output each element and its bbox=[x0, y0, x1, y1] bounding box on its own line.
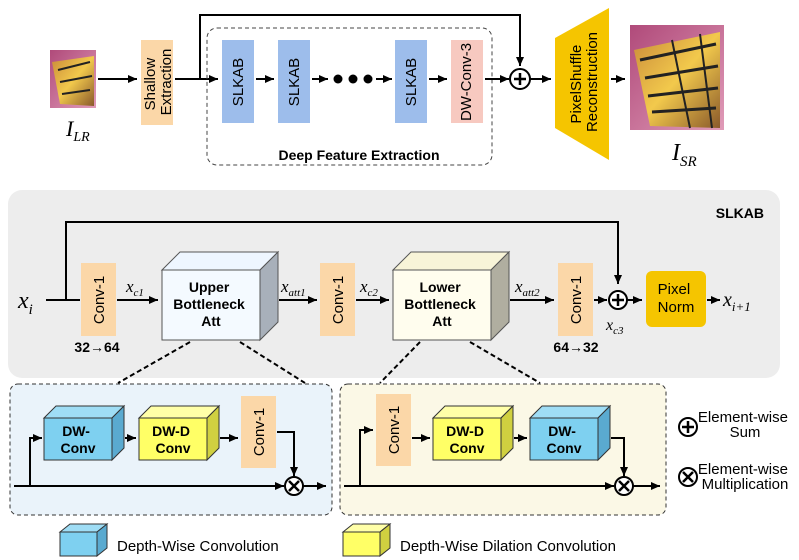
slkab-skip-connection bbox=[65, 221, 622, 300]
lower-mult-node bbox=[614, 476, 634, 496]
deep-feature-extraction-label: Deep Feature Extraction bbox=[278, 147, 439, 163]
lower-dw-conv-block bbox=[528, 404, 612, 462]
slkab-panel: SLKAB xi Conv-1 32→64 xc1 Upper Bottlene… bbox=[8, 190, 780, 378]
legend-dw-cube-icon bbox=[58, 522, 109, 558]
slkab-block-1-label: SLKAB bbox=[230, 58, 247, 106]
upper-bottleneck-att-label: Upper Bottleneck Att bbox=[173, 279, 248, 329]
upper-mult-node bbox=[284, 476, 304, 496]
global-skip-connection bbox=[199, 14, 524, 79]
lower-bottleneck-att-block bbox=[391, 250, 511, 342]
top-pipeline: ILR Shallow Extraction Deep Feature Extr… bbox=[50, 8, 724, 170]
conv1-mid-label: Conv-1 bbox=[330, 276, 347, 324]
pixelshuffle-reconstruction-block bbox=[555, 8, 609, 160]
slkab-input-label: xi bbox=[17, 288, 33, 318]
lower-detail-panel: Conv-1 DW-D Conv DW- Conv bbox=[339, 383, 667, 516]
legend-dwd-label: Depth-Wise Dilation Convolution bbox=[400, 538, 616, 555]
pixel-norm-block bbox=[646, 271, 706, 327]
lower-conv1-label: Conv-1 bbox=[386, 406, 403, 454]
dim-in-label: 32→64 bbox=[74, 339, 119, 355]
lower-bottleneck-att-label: Lower Bottleneck Att bbox=[404, 279, 479, 329]
pixel-norm-label: Pixel Norm bbox=[658, 281, 695, 316]
upper-dwd-conv-label: DW-D Conv bbox=[152, 423, 194, 456]
legend-mult-label: Element-wise Multiplication bbox=[698, 461, 792, 493]
slkab-block-2-label: SLKAB bbox=[286, 58, 303, 106]
conv1-in-block bbox=[81, 263, 116, 336]
xc2-label: xc2 bbox=[359, 277, 378, 299]
legend: Element-wise Sum Element-wise Multiplica… bbox=[58, 409, 792, 558]
slkab-sum-node bbox=[608, 290, 628, 310]
ellipsis-dots bbox=[333, 74, 373, 84]
global-sum-node bbox=[509, 68, 531, 90]
dim-out-label: 64→32 bbox=[553, 339, 598, 355]
upper-zoom-line-left bbox=[117, 341, 191, 384]
conv1-out-label: Conv-1 bbox=[568, 276, 585, 324]
deep-feature-extraction-box bbox=[206, 27, 493, 166]
slkab-block-3 bbox=[395, 40, 427, 123]
lower-zoom-line-left bbox=[379, 341, 421, 384]
conv1-in-label: Conv-1 bbox=[91, 276, 108, 324]
dw-conv-3-block bbox=[451, 40, 483, 123]
lower-zoom-line-right bbox=[469, 341, 541, 384]
xatt1-label: xatt1 bbox=[280, 277, 306, 299]
slkab-panel-title: SLKAB bbox=[716, 205, 764, 221]
lower-dwd-conv-block bbox=[431, 404, 515, 462]
upper-conv1-block bbox=[241, 396, 276, 468]
lower-dw-conv-label: DW- Conv bbox=[547, 423, 582, 456]
upper-dwd-conv-block bbox=[137, 404, 221, 462]
legend-sum-icon bbox=[678, 417, 698, 437]
slkab-block-2 bbox=[278, 40, 310, 123]
upper-dw-conv-label: DW- Conv bbox=[61, 423, 96, 456]
pixelshuffle-reconstruction-label: PixelShuffle Reconstruction bbox=[568, 32, 601, 132]
dw-conv-3-label: DW-Conv-3 bbox=[458, 43, 475, 121]
upper-conv1-label: Conv-1 bbox=[251, 408, 268, 456]
xc1-label: xc1 bbox=[125, 277, 144, 299]
xatt2-label: xatt2 bbox=[514, 277, 540, 299]
output-image bbox=[630, 25, 724, 130]
lower-dwd-conv-label: DW-D Conv bbox=[446, 423, 488, 456]
xc3-label: xc3 bbox=[605, 317, 624, 337]
slkab-output-label: xi+1 bbox=[722, 289, 751, 314]
upper-detail-panel: DW- Conv DW-D Conv Conv-1 bbox=[9, 383, 333, 516]
input-label: ILR bbox=[65, 116, 90, 145]
input-image bbox=[50, 50, 96, 108]
upper-dw-conv-block bbox=[42, 404, 126, 462]
legend-dwd-cube-icon bbox=[341, 522, 392, 558]
conv1-mid-block bbox=[320, 263, 355, 336]
slkab-block-1 bbox=[222, 40, 254, 123]
lower-conv1-block bbox=[376, 394, 411, 466]
legend-dw-label: Depth-Wise Convolution bbox=[117, 538, 279, 555]
shallow-extraction-label: Shallow Extraction bbox=[142, 49, 175, 116]
shallow-extraction-block bbox=[141, 40, 173, 125]
upper-zoom-line-right bbox=[239, 341, 306, 384]
conv1-out-block bbox=[558, 263, 593, 336]
output-label: ISR bbox=[671, 140, 697, 170]
upper-bottleneck-att-block bbox=[160, 250, 280, 342]
legend-mult-icon bbox=[678, 467, 698, 487]
legend-sum-label: Element-wise Sum bbox=[698, 409, 792, 441]
slkab-block-3-label: SLKAB bbox=[403, 58, 420, 106]
